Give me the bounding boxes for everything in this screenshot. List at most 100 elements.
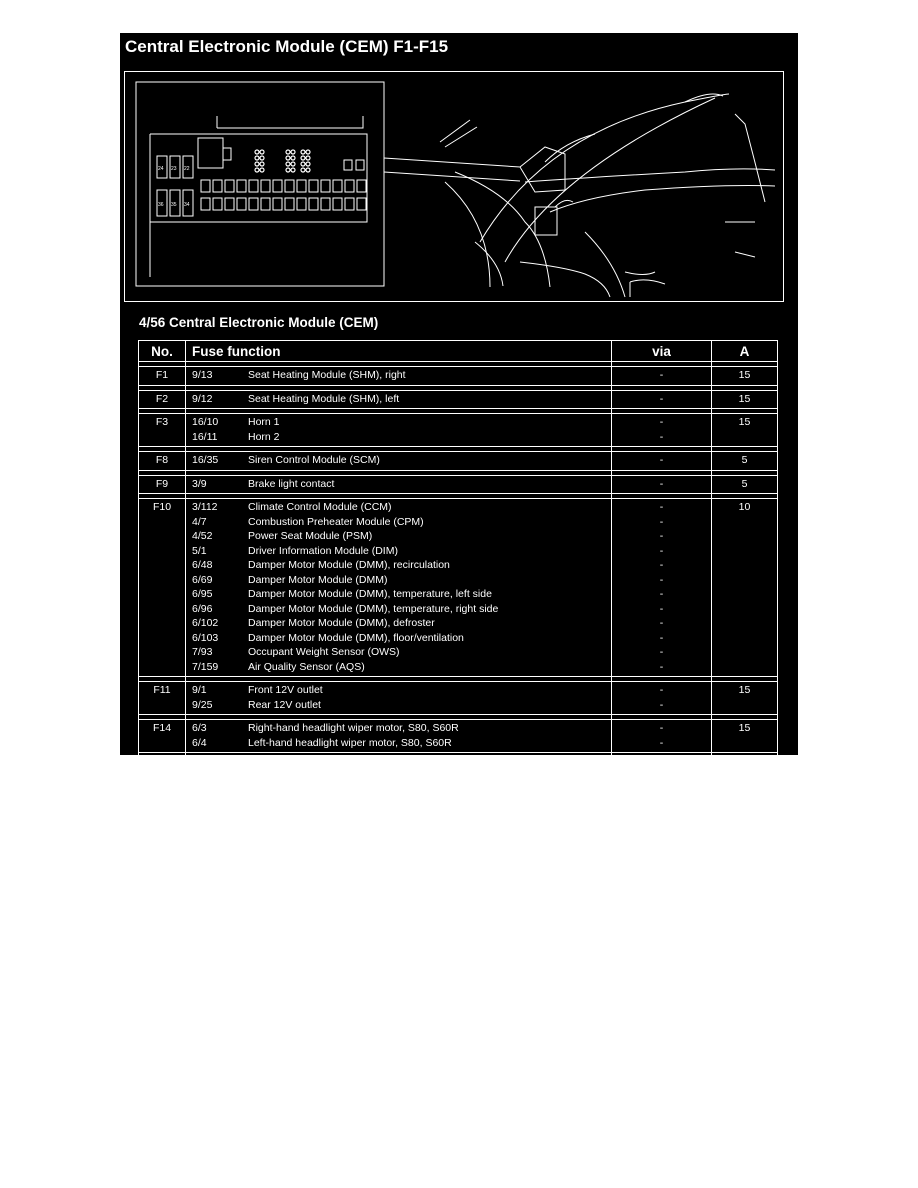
fuse-rating-text: 15 [738, 684, 751, 696]
fuse-via: - [611, 451, 712, 471]
fuse-via: - [611, 474, 712, 494]
fuse-number-text: F2 [155, 392, 169, 405]
component-code: 9/13 [192, 369, 213, 381]
row-spacer [138, 408, 778, 414]
fuse-rating-text: 5 [741, 760, 748, 772]
fuse-slot [284, 197, 295, 211]
fuse-via: - [611, 757, 712, 777]
fuse-box-inset-frame [135, 81, 385, 287]
fuse-rating: 5 [711, 474, 778, 494]
component-description: Driver Information Module (DIM) [248, 544, 398, 557]
fuse-slot [332, 179, 343, 193]
fuse-number: F11 [138, 681, 186, 715]
component-code: 4/16 [192, 760, 213, 772]
function-line: 9/1 Front 12V outlet [186, 683, 611, 698]
table-footer-row [138, 780, 778, 797]
component-description: Climate Control Module (CCM) [248, 501, 392, 513]
fuse-box-illustration: 24 23 22 36 35 34 [135, 81, 776, 298]
fuse-number: F15 [138, 757, 186, 777]
via-value: - [659, 544, 664, 557]
fuse-slot [272, 197, 283, 211]
component-description: Damper Motor Module (DMM) [248, 573, 388, 586]
fuse-rating: 15 [711, 413, 778, 447]
spacer-cell [711, 714, 778, 720]
spacer-cell [711, 752, 778, 758]
via-value: - [659, 573, 664, 586]
fuse-slot [356, 197, 367, 211]
fuse-slot [320, 197, 331, 211]
via-value: - [659, 530, 664, 542]
fuse-via: -- [611, 413, 712, 447]
fuse-slot [200, 197, 211, 211]
component-description: Air Quality Sensor (AQS) [248, 660, 365, 673]
component-code: 9/12 [192, 392, 213, 405]
fuse-number-text: F1 [155, 369, 169, 381]
function-line: 6/102 Damper Motor Module (DMM), defroste… [186, 616, 611, 631]
fuse-via: -- [611, 681, 712, 715]
fuse-number-text: F10 [152, 501, 172, 513]
fuse-number-text: F14 [152, 722, 172, 734]
row-spacer [138, 752, 778, 758]
row-spacer [138, 385, 778, 390]
fuse-number-text: F8 [155, 454, 169, 466]
fuse-slot [224, 197, 235, 211]
row-spacer [138, 361, 778, 367]
fuse-rating-text: 15 [738, 392, 751, 405]
fuse-label: 22 [184, 166, 190, 172]
fuse-slot [212, 197, 223, 211]
row-spacer [138, 776, 778, 781]
fuse-slot [272, 179, 283, 193]
component-code: 6/4 [192, 736, 207, 749]
fuse-slot [260, 179, 271, 193]
function-line: 6/69 Damper Motor Module (DMM) [186, 573, 611, 588]
via-value: - [659, 430, 664, 443]
component-description: Front 12V outlet [248, 684, 323, 696]
section-heading: 4/56 Central Electronic Module (CEM) [139, 315, 379, 330]
row-spacer [138, 470, 778, 475]
fuse-slot [224, 179, 235, 193]
via-value: - [659, 392, 664, 405]
component-code: 6/69 [192, 573, 213, 586]
component-code: 6/3 [192, 722, 207, 734]
row-spacer [138, 493, 778, 499]
component-description: Damper Motor Module (DMM), recirculation [248, 559, 450, 571]
fuse-label: 34 [184, 202, 190, 208]
fuse-slot [320, 179, 331, 193]
component-description: Seat Heating Module (SHM), left [248, 392, 400, 405]
fuse-slot [308, 197, 319, 211]
via-value: - [659, 477, 664, 490]
fuse-number-text: F9 [155, 477, 169, 490]
fuse-number: F14 [138, 719, 186, 753]
component-description: Horn 2 [248, 430, 280, 443]
via-value: - [659, 369, 664, 381]
component-code: 7/159 [192, 660, 219, 673]
fuse-number-text: F15 [152, 760, 172, 772]
table-footer-cell [138, 780, 778, 797]
row-spacer [138, 714, 778, 720]
fuse-rating-text: 15 [738, 722, 751, 734]
spacer-cell [711, 361, 778, 367]
header-function: Fuse function [185, 340, 612, 362]
component-code: 16/11 [192, 430, 218, 443]
fuse-slot [212, 179, 223, 193]
fuse-via: ------------ [611, 498, 712, 677]
component-code: 6/102 [192, 617, 219, 629]
component-description: Damper Motor Module (DMM), defroster [248, 617, 435, 629]
component-code: 9/1 [192, 684, 207, 696]
via-value: - [659, 760, 664, 772]
